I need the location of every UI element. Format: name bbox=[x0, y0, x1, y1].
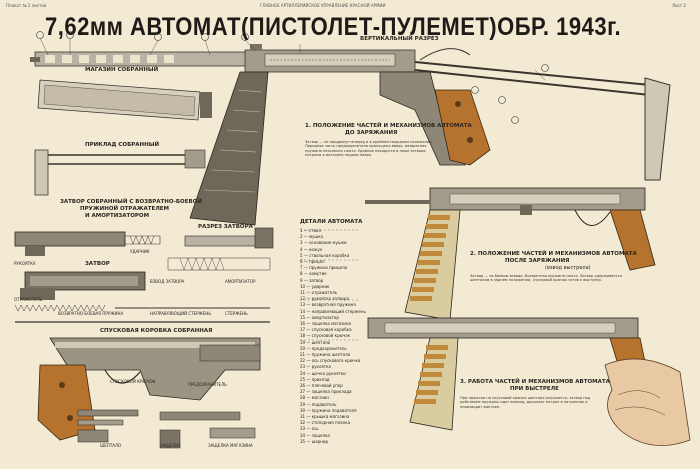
details-list-item: 20 — предохранитель bbox=[300, 345, 347, 351]
details-list-item: 7 — пружина прицела bbox=[300, 265, 348, 271]
part-label-handle: РУКОЯТКА bbox=[14, 261, 36, 266]
details-list-item: 29 — подаватель bbox=[300, 401, 337, 407]
details-list-item: 24 — щечка рукоятки bbox=[300, 370, 346, 376]
part-label-lock: ВЗВОД ЗАТВОРА bbox=[150, 279, 185, 284]
gun-position-2 bbox=[365, 187, 656, 321]
section2-title-3: (взвод выстрела) bbox=[545, 265, 591, 271]
part-label-magazine-catch: ЗАЩЕЛКА МАГАЗИНА bbox=[208, 443, 253, 448]
label-bolt-section: РАЗРЕЗ ЗАТВОРА bbox=[198, 224, 253, 230]
part-label-reflector: ОТРАЖАТЕЛЬ bbox=[14, 297, 43, 302]
part-label-latch: ЗАЩЕЛКА bbox=[160, 443, 181, 448]
details-list-item: 26 — плечевой упор bbox=[300, 383, 343, 388]
details-list-item: 9 — затвор bbox=[300, 277, 324, 283]
section3-title-2: ПРИ ВЫСТРЕЛЕ bbox=[510, 386, 559, 392]
section1-title-2: ДО ЗАРЯЖАНИЯ bbox=[345, 130, 398, 136]
section3-title-1: 3. РАБОТА ЧАСТЕЙ И МЕХАНИЗМОВ АВТОМАТА bbox=[460, 379, 610, 385]
details-list-item: 18 — спусковой крючок bbox=[300, 333, 351, 339]
details-list-item: 35 — шарнир bbox=[300, 438, 329, 444]
label-bolt-assembly-3: И АМОРТИЗАТОРОМ bbox=[85, 213, 150, 219]
details-list-item: 25 — приклад bbox=[300, 376, 330, 382]
springs bbox=[14, 304, 270, 323]
section2-text: Затвор — на боевом взводе. Возвратная пр… bbox=[470, 274, 622, 283]
details-list-item: 33 — ось bbox=[300, 426, 319, 432]
small-parts bbox=[77, 344, 261, 449]
label-vertical-section: ВЕРТИКАЛЬНЫЙ РАЗРЕЗ bbox=[360, 36, 439, 42]
details-list-item: 14 — направляющий стержень bbox=[300, 308, 366, 314]
section2-title-1: 2. ПОЛОЖЕНИЕ ЧАСТЕЙ И МЕХАНИЗМОВ АВТОМАТ… bbox=[470, 251, 637, 257]
details-list-item: 22 — ось спускового крючка bbox=[300, 358, 361, 364]
details-list-item: 17 — спусковая коробка bbox=[300, 327, 352, 333]
part-label-shaft: СТЕРЖЕНЬ bbox=[225, 311, 248, 316]
part-label-sear: ШЕПТАЛО bbox=[100, 443, 122, 448]
details-list-item: 4 — кожух bbox=[300, 246, 323, 252]
part-label-guide: НАПРАВЛЯЮЩИЙ СТЕРЖЕНЬ bbox=[150, 311, 212, 316]
section3-text: При нажатии на спусковой крючок шептало … bbox=[460, 396, 591, 409]
details-list-item: 1 — ствол bbox=[300, 228, 321, 233]
label-stock: ПРИКЛАД СОБРАННЫЙ bbox=[85, 142, 160, 148]
details-list-item: 34 — защелка bbox=[300, 432, 330, 438]
part-label-trigger: СПУСКОВОЙ КРЮЧОК bbox=[110, 379, 156, 384]
details-list-item: 10 — ударник bbox=[300, 283, 330, 289]
poster-number: Плакат № 2 листов bbox=[6, 3, 47, 8]
details-list-item: 12 — рукоятка затвора bbox=[300, 296, 349, 302]
issuing-authority: ГЛАВНОЕ АРТИЛЛЕРИЙСКОЕ УПРАВЛЕНИЕ КРАСНО… bbox=[260, 3, 386, 8]
details-title: ДЕТАЛИ АВТОМАТА bbox=[300, 219, 363, 225]
label-bolt-assembly-1: ЗАТВОР СОБРАННЫЙ С ВОЗВРАТНО-БОЕВОЙ bbox=[60, 199, 202, 205]
label-bolt: ЗАТВОР bbox=[85, 261, 110, 267]
details-list-item: 15 — амортизатор bbox=[300, 314, 339, 320]
part-label-safety: ПРЕДОХРАНИТЕЛЬ bbox=[188, 382, 227, 387]
part-label-striker: УДАРНИК bbox=[130, 249, 150, 254]
section1-title-1: 1. ПОЛОЖЕНИЕ ЧАСТЕЙ И МЕХАНИЗМОВ АВТОМАТ… bbox=[305, 123, 472, 129]
bolt-assembly bbox=[14, 231, 161, 256]
gun-position-3 bbox=[367, 317, 691, 446]
details-list-item: 27 — защелка приклада bbox=[300, 389, 352, 395]
details-list-item: 6 — прицел bbox=[300, 259, 325, 264]
poster-title: 7,62мм АВТОМАТ(ПИСТОЛЕТ-ПУЛЕМЕТ)ОБР. 194… bbox=[45, 12, 622, 41]
details-list-item: 21 — пружина шептала bbox=[300, 352, 351, 357]
details-list-item: 19 — шептало bbox=[300, 339, 331, 345]
details-list-item: 2 — мушка bbox=[300, 234, 323, 240]
section2-title-2: ПОСЛЕ ЗАРЯЖАНИЯ bbox=[505, 258, 570, 264]
details-list-item: 5 — ствольная коробка bbox=[300, 252, 350, 258]
label-trigger-assembly: СПУСКОВАЯ КОРОБКА СОБРАННАЯ bbox=[100, 328, 213, 334]
details-list-item: 31 — крышка магазина bbox=[300, 414, 350, 419]
bolt-section bbox=[167, 227, 274, 271]
magazine-assembled bbox=[37, 79, 212, 121]
details-list-item: 16 — защелка магазина bbox=[300, 321, 351, 326]
details-list-item: 8 — хомутик bbox=[300, 271, 327, 277]
label-magazine: МАГАЗИН СОБРАННЫЙ bbox=[85, 67, 159, 73]
main-gun-section bbox=[30, 44, 671, 226]
details-list-item: 30 — пружина подавателя bbox=[300, 407, 357, 413]
details-list-item: 13 — возвратная пружина bbox=[300, 302, 356, 308]
section1-text: Затвор — не продвинут вперед и в крайнем… bbox=[305, 140, 433, 157]
details-list-item: 23 — рукоятка bbox=[300, 364, 332, 370]
details-list-item: 28 — магазин bbox=[300, 395, 329, 401]
sheet-number: Лист 2 bbox=[672, 3, 686, 8]
details-list-item: 11 — отражатель bbox=[300, 290, 338, 295]
part-label-buffer: АМОРТИЗАТОР bbox=[225, 279, 256, 284]
details-list-item: 3 — основание мушки bbox=[300, 240, 347, 246]
details-list-item: 32 — стопорная планка bbox=[300, 420, 351, 426]
part-label-spring: ВОЗВРАТНО-БОЕВАЯ ПРУЖИНА bbox=[58, 311, 124, 316]
label-bolt-assembly-2: ПРУЖИНОЙ ОТРАЖАТЕЛЕМ bbox=[80, 206, 170, 212]
stock-assembled bbox=[34, 149, 206, 196]
bolt bbox=[20, 271, 146, 300]
